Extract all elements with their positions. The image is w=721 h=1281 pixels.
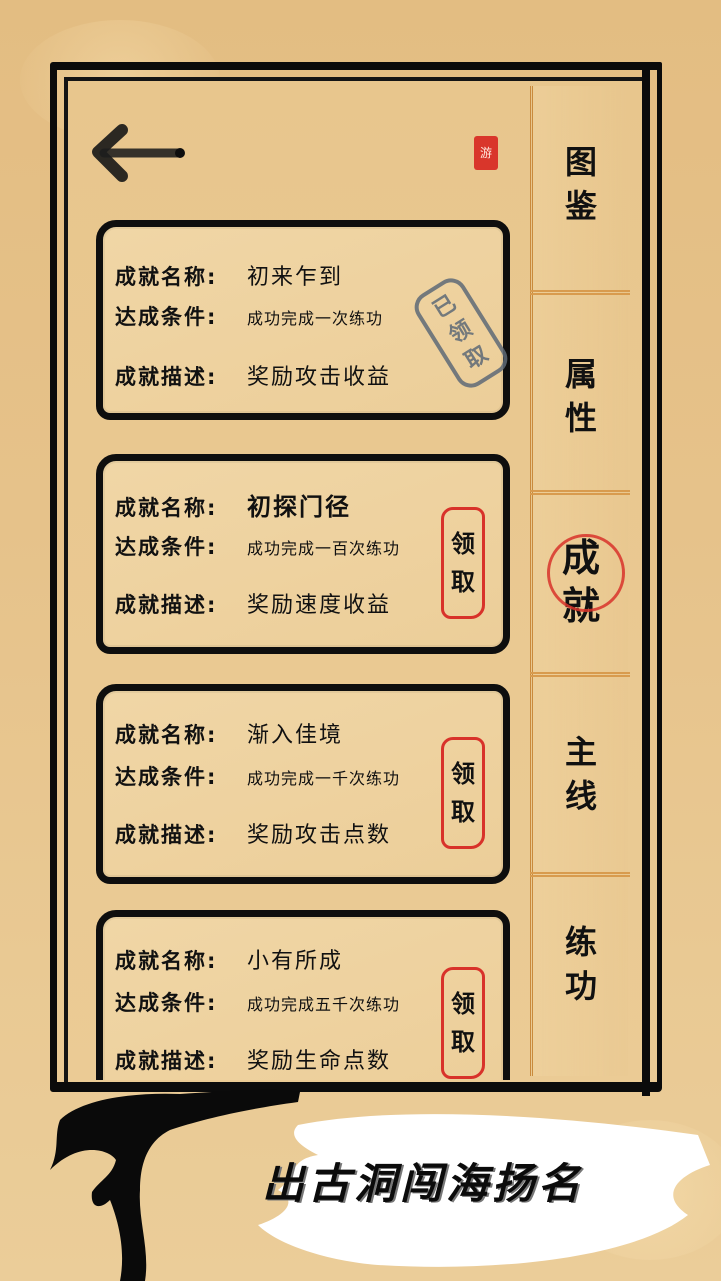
tab-divider bbox=[530, 872, 630, 877]
achievement-name: 小有所成 bbox=[247, 949, 344, 974]
brush-arrow-left-icon bbox=[92, 124, 185, 182]
achievement-description: 奖励攻击点数 bbox=[247, 823, 392, 848]
achievement-condition: 成功完成一百次练功 bbox=[247, 539, 401, 558]
white-brush-stroke-banner bbox=[258, 1114, 710, 1267]
achievement-name: 初探门径 bbox=[247, 493, 351, 521]
name-label: 成就名称: bbox=[115, 496, 218, 520]
achievement-card: 成就名称: 初探门径 达成条件: 成功完成一百次练功 成就描述: 奖励速度收益 … bbox=[96, 454, 510, 654]
achievement-name: 渐入佳境 bbox=[247, 723, 344, 748]
active-tab-seal-ring bbox=[547, 534, 625, 612]
achievement-condition: 成功完成五千次练功 bbox=[247, 995, 401, 1014]
tab-training[interactable]: 练 功 bbox=[564, 923, 597, 1005]
tab-attributes[interactable]: 属 性 bbox=[564, 355, 597, 437]
tab-main-quest[interactable]: 主 线 bbox=[564, 733, 597, 815]
achievement-card: 成就名称: 初来乍到 达成条件: 成功完成一次练功 成就描述: 奖励攻击收益 已… bbox=[96, 220, 510, 420]
back-button[interactable] bbox=[92, 124, 186, 182]
condition-label: 达成条件: bbox=[115, 765, 218, 789]
ink-martial-artist-silhouette-icon bbox=[50, 1089, 300, 1281]
achievement-name: 初来乍到 bbox=[247, 265, 344, 290]
description-label: 成就描述: bbox=[115, 1049, 218, 1073]
achievement-description: 奖励生命点数 bbox=[247, 1049, 392, 1074]
tab-divider bbox=[530, 672, 630, 677]
tab-divider bbox=[530, 290, 630, 295]
ink-frame-outer bbox=[50, 62, 662, 1092]
achievement-card: 成就名称: 小有所成 达成条件: 成功完成五千次练功 成就描述: 奖励生命点数 … bbox=[96, 910, 510, 1080]
ink-frame-right-stroke bbox=[638, 66, 656, 1096]
condition-label: 达成条件: bbox=[115, 305, 218, 329]
name-label: 成就名称: bbox=[115, 265, 218, 289]
claim-button[interactable]: 领 取 bbox=[441, 507, 485, 619]
description-label: 成就描述: bbox=[115, 365, 218, 389]
achievement-description: 奖励速度收益 bbox=[247, 593, 392, 618]
tab-divider bbox=[530, 490, 630, 495]
achievement-card: 成就名称: 渐入佳境 达成条件: 成功完成一千次练功 成就描述: 奖励攻击点数 … bbox=[96, 684, 510, 884]
tab-codex[interactable]: 图 鉴 bbox=[564, 143, 597, 225]
achievement-condition: 成功完成一次练功 bbox=[247, 309, 384, 328]
slogan-text: 出古洞闯海扬名 bbox=[262, 1159, 585, 1208]
achievement-condition: 成功完成一千次练功 bbox=[247, 769, 401, 788]
name-label: 成就名称: bbox=[115, 723, 218, 747]
red-seal-stamp: 游 bbox=[474, 136, 498, 170]
claim-button[interactable]: 领 取 bbox=[441, 967, 485, 1079]
tab-achievements[interactable]: 成 就 bbox=[533, 484, 629, 680]
tab-rail: 图 鉴 属 性 成 就 主 线 练 功 bbox=[530, 86, 630, 1076]
claim-button[interactable]: 领 取 bbox=[441, 737, 485, 849]
description-label: 成就描述: bbox=[115, 823, 218, 847]
achievement-list[interactable]: 成就名称: 初来乍到 达成条件: 成功完成一次练功 成就描述: 奖励攻击收益 已… bbox=[96, 220, 510, 1080]
claimed-stamp: 已 领 取 bbox=[408, 272, 510, 394]
description-label: 成就描述: bbox=[115, 593, 218, 617]
achievement-description: 奖励攻击收益 bbox=[247, 365, 392, 390]
condition-label: 达成条件: bbox=[115, 535, 218, 559]
name-label: 成就名称: bbox=[115, 949, 218, 973]
condition-label: 达成条件: bbox=[115, 991, 218, 1015]
